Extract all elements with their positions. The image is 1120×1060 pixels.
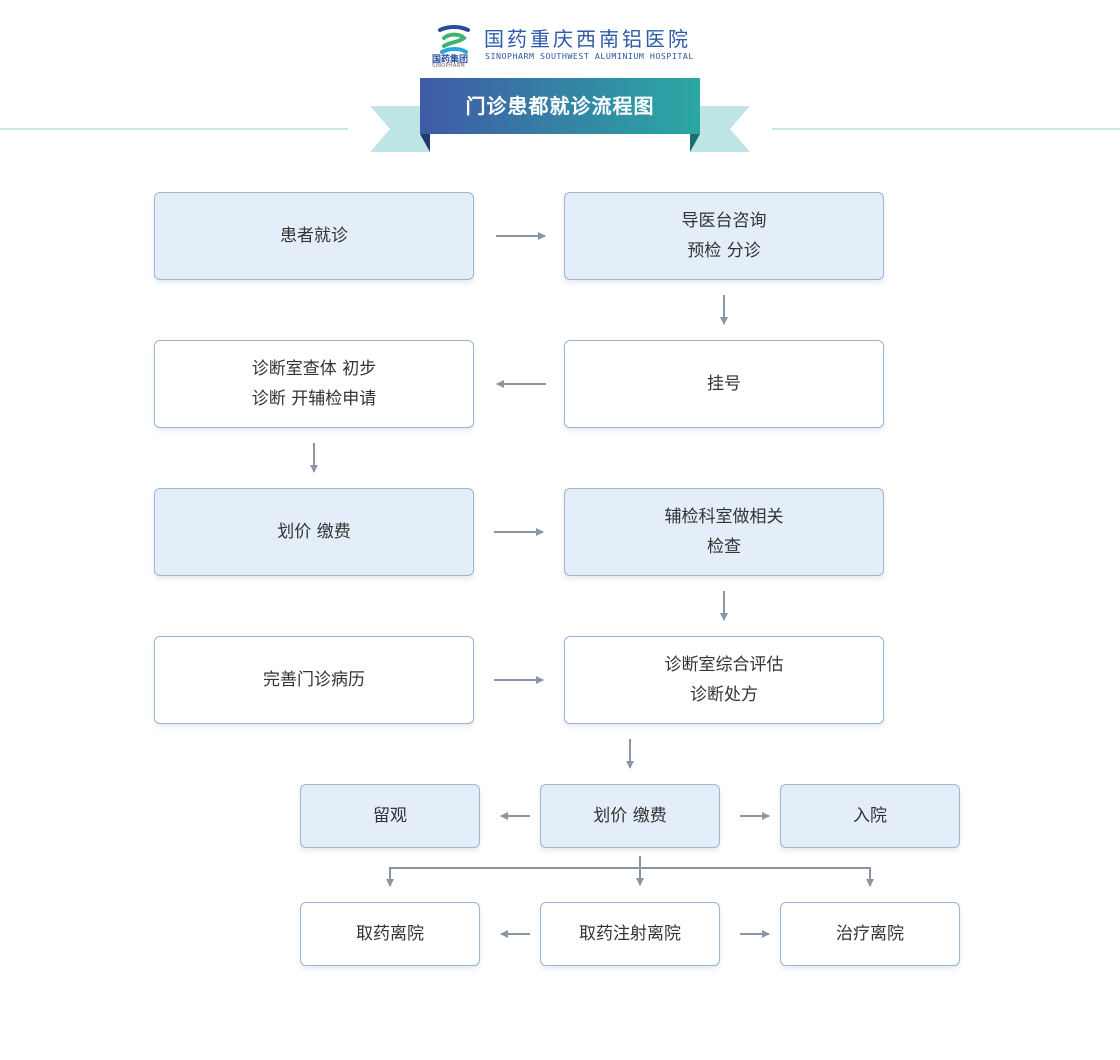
step-label: 预检 分诊 (687, 241, 761, 261)
step-label: 治疗离院 (836, 924, 904, 944)
logo-group-name: 国药集团 (432, 55, 469, 65)
step-label: 完善门诊病历 (263, 670, 365, 690)
step-complete-records: 完善门诊病历 (154, 636, 474, 724)
logo-group-name-en: SINOPHARM (432, 63, 466, 69)
hospital-name: 国药重庆西南铝医院 (484, 27, 691, 51)
step-auxiliary-exam: 辅检科室做相关 检查 (564, 488, 884, 576)
step-label: 辅检科室做相关 (664, 507, 784, 527)
title-rule-left (0, 128, 348, 130)
hospital-name-en: SINOPHARM SOUTHWEST ALUMINIUM HOSPITAL (485, 51, 694, 61)
step-registration: 挂号 (564, 340, 884, 428)
step-label: 取药离院 (356, 924, 424, 944)
step-pricing-payment-final: 划价 缴费 (540, 784, 720, 848)
title-rule-right (772, 128, 1120, 130)
step-label: 划价 缴费 (593, 806, 667, 826)
step-label: 诊断处方 (690, 685, 758, 705)
step-label: 导医台咨询 (681, 211, 767, 231)
step-diagnosis-room-exam: 诊断室查体 初步 诊断 开辅检申请 (154, 340, 474, 428)
step-guide-desk: 导医台咨询 预检 分诊 (564, 192, 884, 280)
step-medicine-injection-leave: 取药注射离院 (540, 902, 720, 966)
step-label: 留观 (373, 806, 407, 826)
step-treatment-leave: 治疗离院 (780, 902, 960, 966)
step-pricing-payment: 划价 缴费 (154, 488, 474, 576)
step-label: 挂号 (707, 374, 741, 394)
step-label: 诊断室综合评估 (664, 655, 784, 675)
step-label: 入院 (853, 806, 887, 826)
step-comprehensive-assessment: 诊断室综合评估 诊断处方 (564, 636, 884, 724)
step-label: 诊断 开辅检申请 (251, 389, 377, 409)
step-patient-visit: 患者就诊 (154, 192, 474, 280)
step-observation: 留观 (300, 784, 480, 848)
title-ribbon (370, 78, 750, 152)
hospital-logo: 国药集团 SINOPHARM 国药重庆西南铝医院 SINOPHARM SOUTH… (430, 16, 700, 72)
branch-rail (389, 867, 871, 886)
step-admission: 入院 (780, 784, 960, 848)
step-label: 诊断室查体 初步 (251, 359, 377, 379)
step-medicine-leave: 取药离院 (300, 902, 480, 966)
step-label: 检查 (707, 537, 741, 557)
step-label: 患者就诊 (280, 226, 348, 246)
sinopharm-logo-icon (438, 25, 470, 54)
step-label: 取药注射离院 (579, 924, 681, 944)
page-title: 门诊患都就诊流程图 (465, 94, 655, 118)
step-label: 划价 缴费 (277, 522, 351, 542)
